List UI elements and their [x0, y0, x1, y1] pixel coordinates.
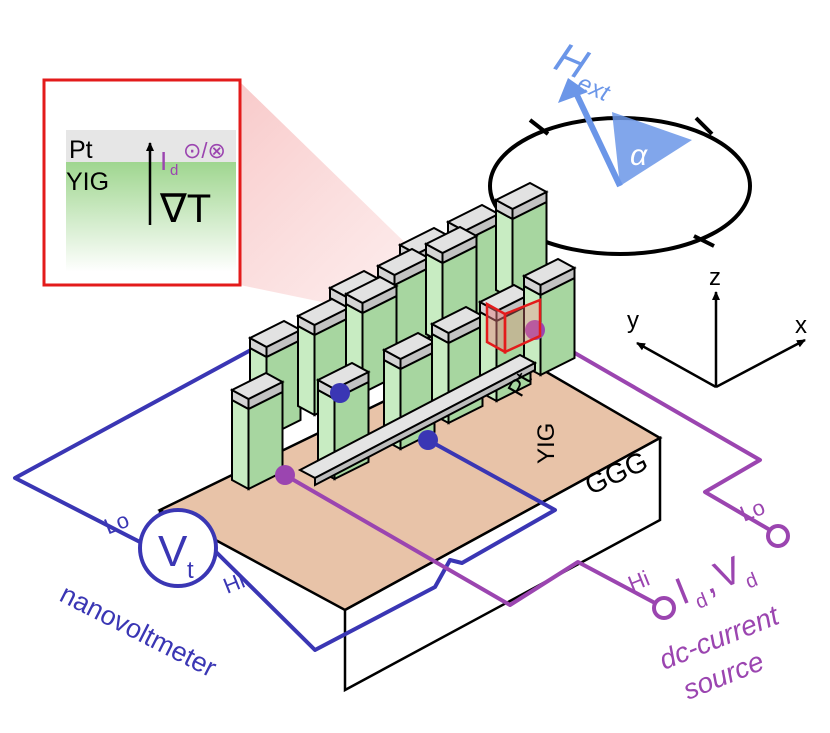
yig-block-front	[297, 324, 316, 417]
coordinate-axes: z y x	[627, 264, 807, 389]
voltmeter-subscript: t	[187, 557, 194, 584]
yig-block-front	[231, 398, 250, 491]
hext-arrow-head	[558, 78, 588, 103]
current-source-lo-label: Lo	[736, 494, 768, 526]
inset-gradient-label: ∇T	[159, 187, 211, 231]
inset-border	[42, 78, 242, 287]
x-axis	[715, 338, 806, 389]
pt-connecting-bar	[297, 353, 538, 487]
device-yig-label: YIG	[533, 423, 560, 464]
voltmeter-hi-label: Hi	[220, 568, 249, 599]
inset-current-subscript: d	[170, 162, 178, 179]
current-source-hi-label: Hi	[624, 566, 653, 597]
x-axis-label: x	[795, 312, 807, 339]
pt-cap-top	[315, 361, 371, 391]
current-source-circuit	[283, 328, 772, 607]
current-contact-front	[275, 465, 295, 485]
field-rotation-diagram: α H ext	[488, 33, 752, 256]
ellipse-tick-marks	[508, 116, 715, 248]
voltmeter-symbol: V	[158, 527, 188, 576]
inset-yig-label: YIG	[66, 168, 109, 196]
inset-panel: Pt YIG I d ⊙/⊗ ∇T	[42, 78, 242, 287]
voltage-label-sub: d	[742, 569, 761, 594]
inset-current-direction: ⊙/⊗	[183, 138, 226, 163]
yig-block-front	[495, 208, 514, 301]
inset-current-symbol: I	[160, 146, 167, 176]
current-source-lo-terminal	[766, 524, 790, 548]
hext-arrow-shaft	[573, 91, 623, 188]
inset-pt-label: Pt	[69, 136, 93, 164]
y-axis	[636, 341, 717, 389]
angle-label: α	[630, 139, 648, 172]
pt-cap-top	[423, 225, 479, 255]
pt-cap-top	[229, 371, 285, 401]
y-axis-label: y	[627, 307, 639, 334]
inset-highlight-frame	[485, 298, 542, 355]
current-source-hi-terminal	[652, 596, 676, 620]
ggg-substrate: GGG	[157, 343, 663, 693]
voltmeter-name: nanovoltmeter	[55, 579, 221, 683]
pt-cap-top	[493, 181, 549, 211]
voltmeter-contact-left	[330, 383, 350, 403]
pt-cap-top	[343, 275, 399, 305]
z-axis-label: z	[709, 264, 721, 291]
angle-wedge	[612, 112, 692, 186]
pt-cap-top	[521, 257, 577, 287]
voltmeter-contact-right	[418, 430, 438, 450]
